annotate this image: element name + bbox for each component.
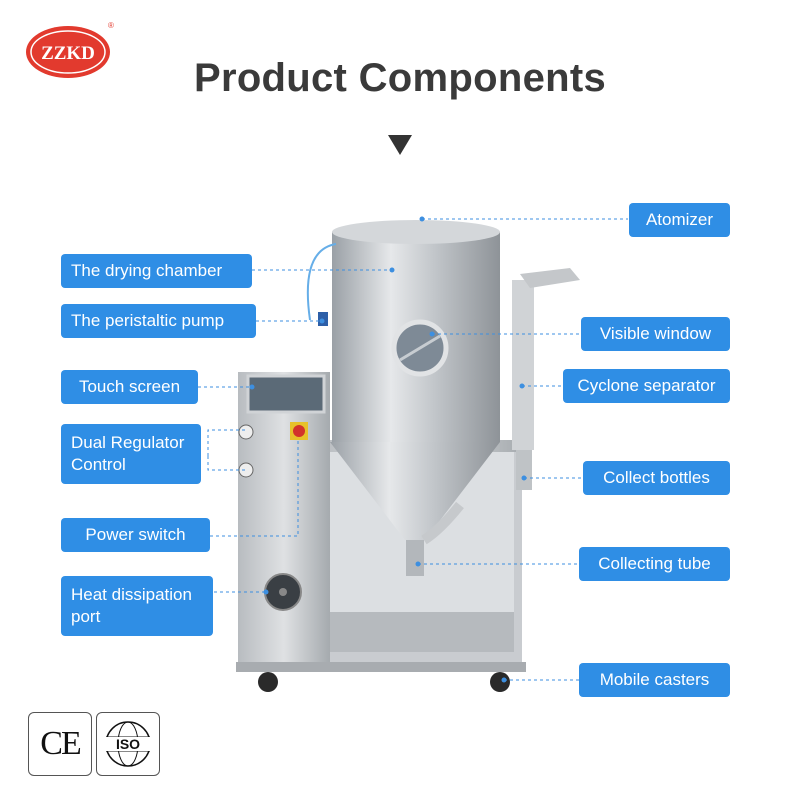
label-heat-dissipation-line2: port (71, 607, 101, 626)
label-touch-screen: Touch screen (61, 370, 198, 404)
label-peristaltic-pump: The peristaltic pump (61, 304, 256, 338)
iso-mark-text: ISO (116, 736, 140, 752)
label-drying-chamber: The drying chamber (61, 254, 252, 288)
ce-mark-text: CE (40, 725, 81, 762)
label-dual-regulator-line2: Control (71, 455, 126, 474)
logo-text: ZZKD (41, 43, 95, 64)
label-visible-window: Visible window (581, 317, 730, 351)
iso-globe-icon: ISO (105, 721, 151, 767)
ce-mark-icon: CE (28, 712, 92, 776)
label-cyclone-separator: Cyclone separator (563, 369, 730, 403)
spray-dryer-machine (236, 220, 580, 692)
label-heat-dissipation-line1: Heat dissipation (71, 585, 192, 604)
page-title: Product Components (193, 56, 607, 100)
label-dual-regulator-control: Dual Regulator Control (61, 424, 201, 484)
label-heat-dissipation-port: Heat dissipation port (61, 576, 213, 636)
registered-mark: ® (108, 21, 114, 30)
down-triangle-icon (388, 135, 412, 155)
label-atomizer: Atomizer (629, 203, 730, 237)
label-collecting-tube: Collecting tube (579, 547, 730, 581)
label-power-switch: Power switch (61, 518, 210, 552)
label-mobile-casters: Mobile casters (579, 663, 730, 697)
iso-mark-icon: ISO (96, 712, 160, 776)
zzkd-logo: ZZKD ® (26, 21, 114, 78)
label-collect-bottles: Collect bottles (583, 461, 730, 495)
label-dual-regulator-line1: Dual Regulator (71, 433, 185, 452)
